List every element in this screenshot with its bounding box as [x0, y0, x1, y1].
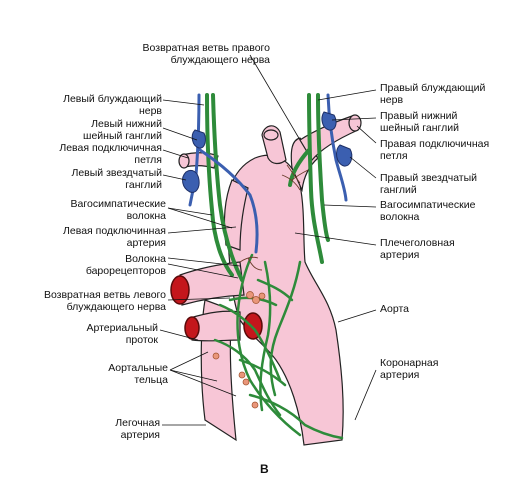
- label-right-inferior-cervical-ganglion: Правый нижний шейный ганглий: [380, 110, 459, 134]
- label-right-vagus-nerve: Правый блуждающий нерв: [380, 82, 486, 106]
- panel-letter: B: [260, 462, 269, 476]
- left-subclavian-loop: [198, 148, 259, 254]
- label-left-recurrent-vagus-branch: Возвратная ветвь левого блуждающего нерв…: [43, 289, 166, 313]
- label-left-subclavian-artery: Левая подключинная артерия: [63, 225, 166, 249]
- label-right-recurrent-vagus-branch: Возвратная ветвь правого блуждающего нер…: [142, 42, 270, 66]
- pulmonary-lumen: [184, 316, 200, 340]
- aortic-bodies: [212, 291, 266, 409]
- carotid-end: [263, 129, 279, 141]
- left-vagus-nerve: [205, 93, 234, 277]
- left-inferior-cervical-ganglion: [191, 129, 206, 149]
- label-baroreceptor-fibers: Волокна барорецепторов: [85, 253, 166, 277]
- label-right-subclavian-loop: Правая подключичная петля: [380, 138, 490, 162]
- label-brachiocephalic-artery: Плечеголовная артерия: [380, 237, 455, 261]
- left-subclavian-branch-end: [178, 153, 190, 169]
- label-vagosympathetic-fibers-left: Вагосимпатические волокна: [70, 198, 166, 222]
- cardiac-plexus: [213, 253, 344, 440]
- label-left-vagus-nerve: Левый блуждающий нерв: [63, 93, 162, 117]
- arch-lower-branch: [189, 310, 241, 342]
- label-vagosympathetic-fibers-right: Вагосимпатические волокна: [380, 199, 476, 223]
- right-subclavian-end: [348, 114, 362, 132]
- label-coronary-artery: Коронарная артерия: [380, 357, 439, 381]
- baroreceptor-fibers: [239, 164, 309, 271]
- left-stellate-ganglion: [182, 169, 200, 193]
- right-stellate-ganglion: [336, 144, 353, 167]
- right-inferior-cervical-ganglion: [321, 111, 337, 131]
- leader-lines: [159, 54, 377, 426]
- label-right-stellate-ganglion: Правый звездчатый ганглий: [380, 172, 478, 196]
- right-vagus-nerve: [307, 93, 324, 264]
- label-aortic-bodies: Аортальные тельца: [108, 362, 168, 386]
- label-pulmonary-artery: Легочная артерия: [115, 417, 160, 441]
- label-left-stellate-ganglion: Левый звездчатый ганглий: [71, 167, 162, 191]
- label-aorta: Аорта: [380, 303, 409, 315]
- left-vagus-nerve-2: [211, 93, 244, 282]
- right-vagus-nerve-2: [316, 93, 330, 242]
- label-left-subclavian-loop: Левая подключичная петля: [59, 142, 162, 166]
- label-arterial-duct: Артериальный проток: [86, 322, 159, 346]
- left-subclavian-lumen: [170, 275, 190, 305]
- right-recurrent-branch: [288, 148, 311, 187]
- label-left-inferior-cervical-ganglion: Левый нижний шейный ганглий: [83, 118, 162, 142]
